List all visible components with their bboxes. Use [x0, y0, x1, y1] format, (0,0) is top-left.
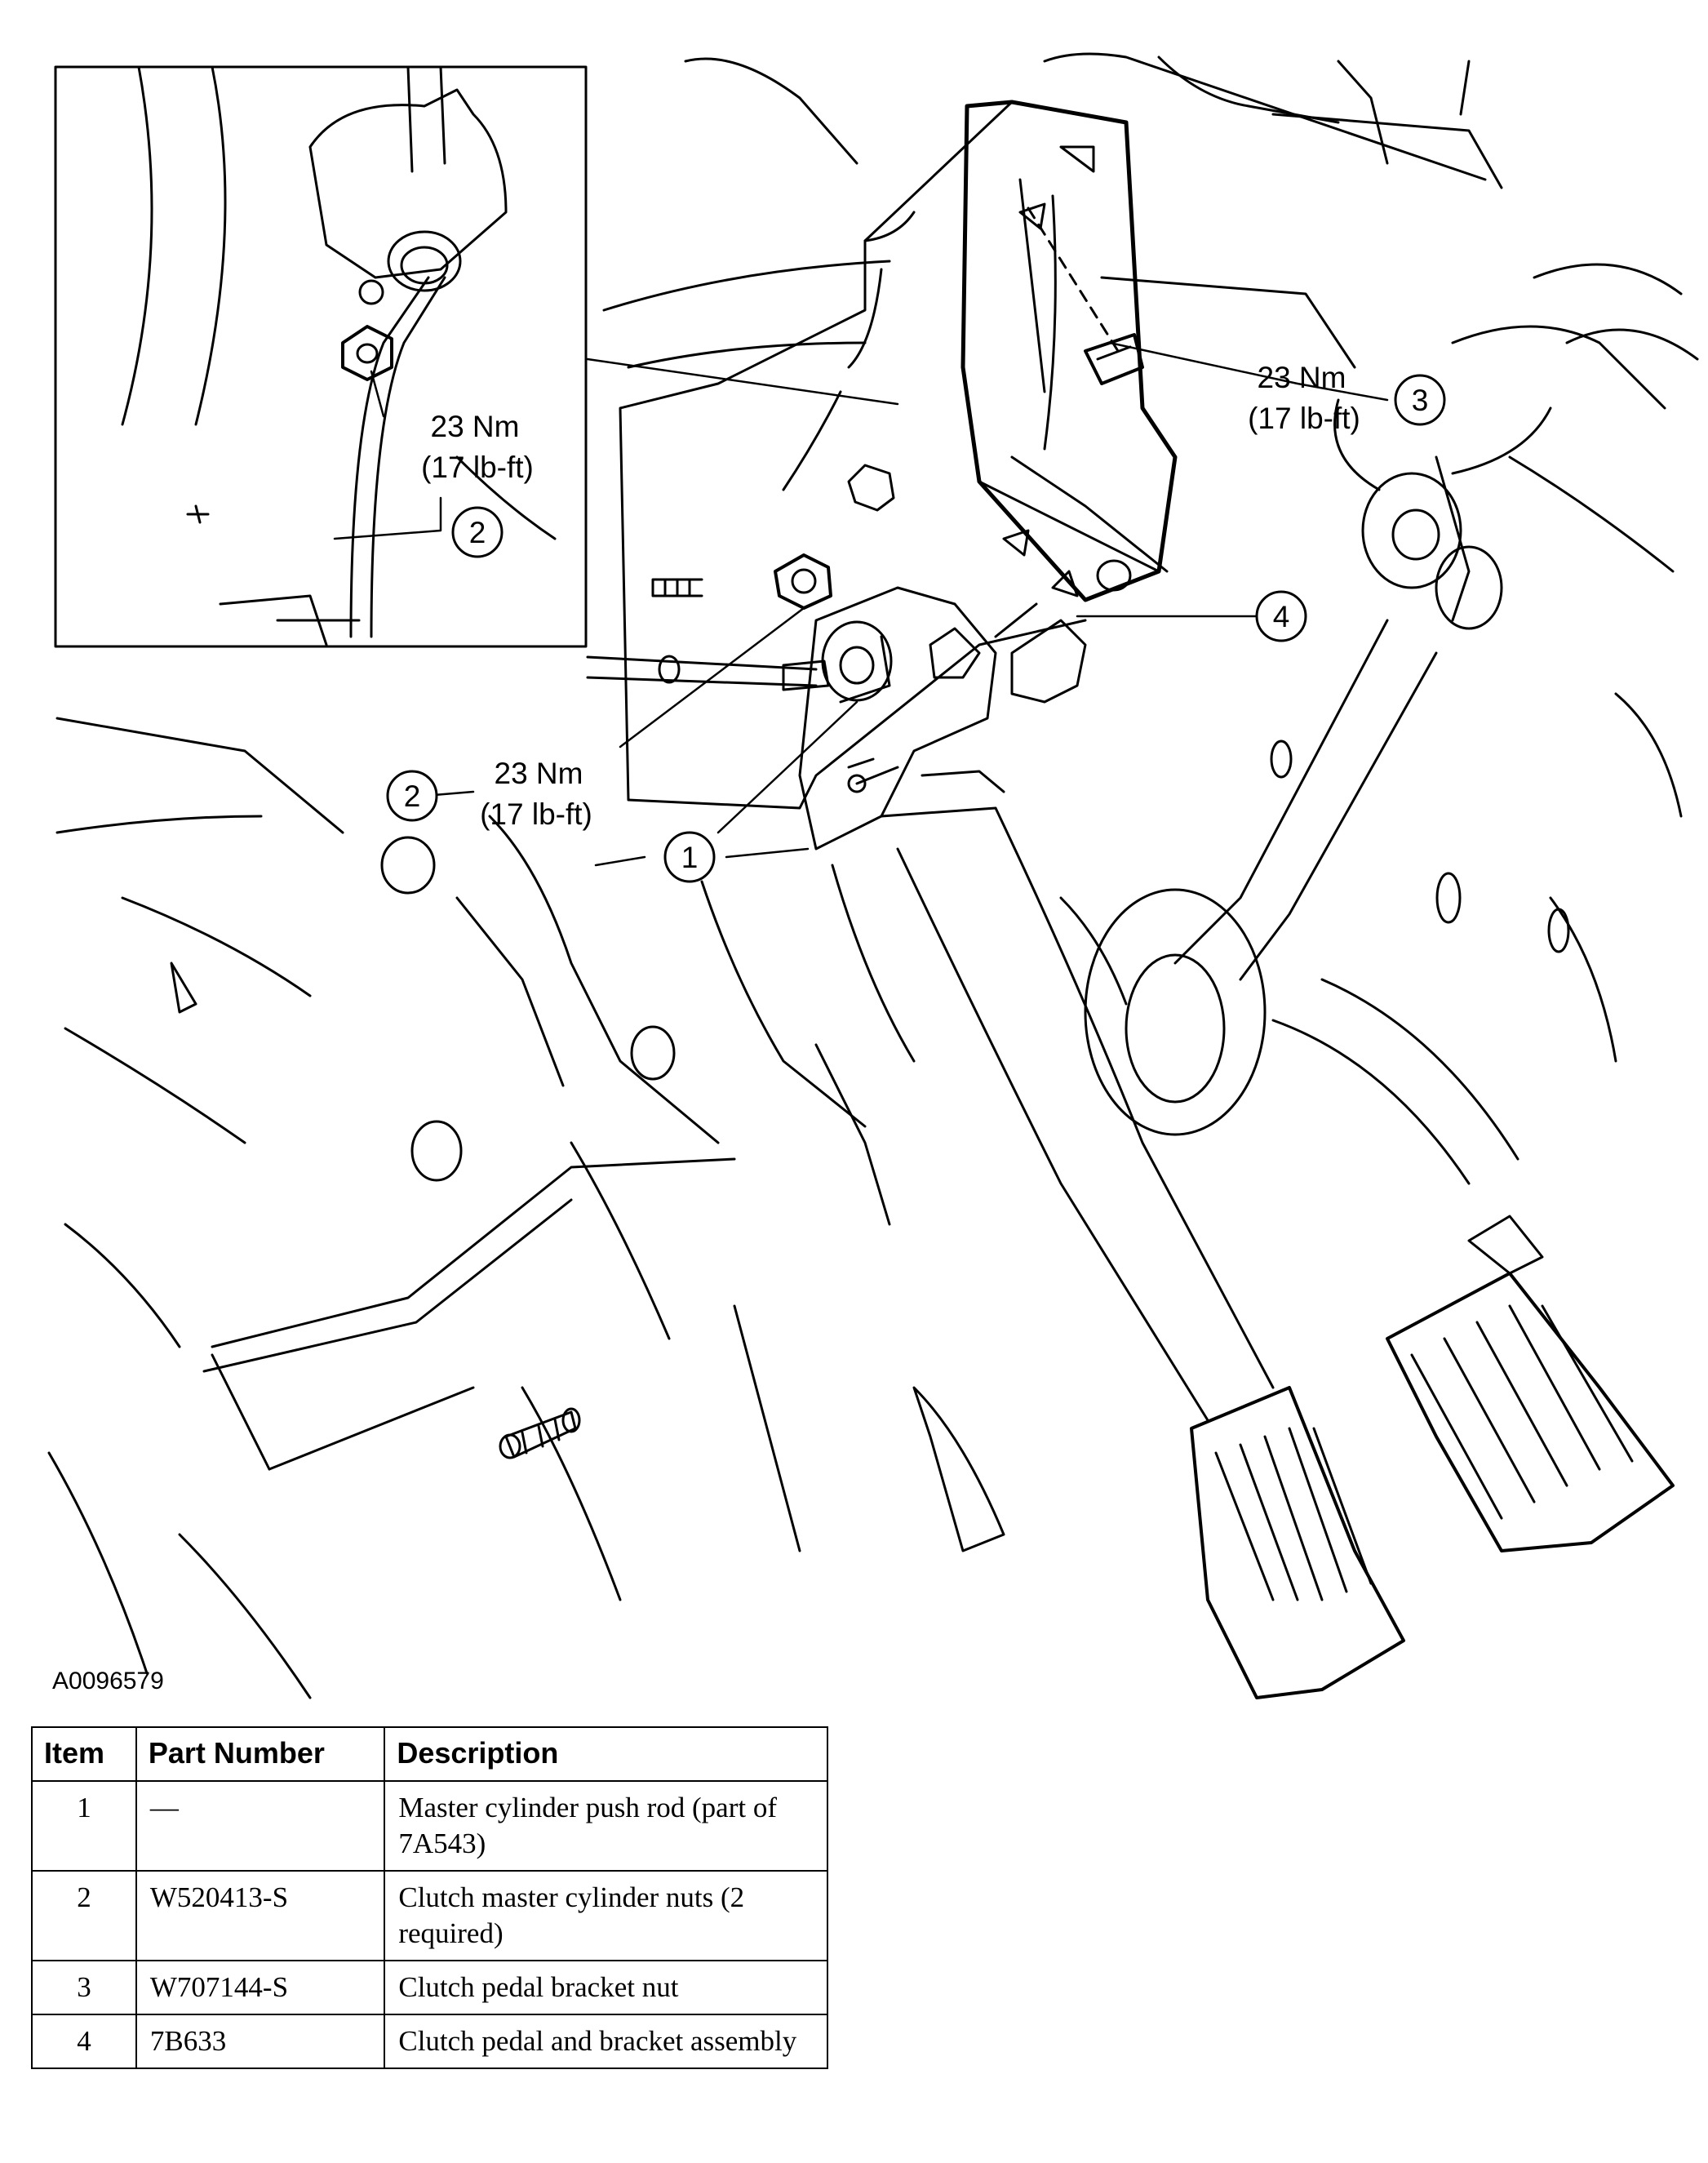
- svg-text:23 Nm: 23 Nm: [495, 757, 583, 790]
- lower-body-structure: [47, 717, 1005, 1699]
- table-row: 1 — Master cylinder push rod (part of 7A…: [31, 1780, 828, 1872]
- part-number-cell: W707144-S: [135, 1960, 386, 2015]
- part-number-cell: 7B633: [135, 2014, 386, 2069]
- parts-table: Item Part Number Description 1 — Master …: [31, 1726, 828, 2069]
- callout-3: 3: [1394, 374, 1446, 426]
- table-header-row: Item Part Number Description: [31, 1726, 828, 1782]
- pedal-pads: [1190, 1215, 1675, 1699]
- inset-detail: [121, 65, 557, 646]
- table-row: 3 W707144-S Clutch pedal bracket nut: [31, 1960, 828, 2015]
- pedal-bracket: [619, 100, 1178, 810]
- description-cell: Clutch master cylinder nuts (2 required): [384, 1870, 828, 1961]
- header-item: Item: [31, 1726, 137, 1782]
- item-cell: 3: [31, 1960, 137, 2015]
- svg-text:4: 4: [1273, 600, 1290, 633]
- callouts: 1 2 2 3 4 23 Nm (17 lb-ft) 23 Nm (17 lb-…: [386, 361, 1446, 883]
- torque-label-bracket: 23 Nm (17 lb-ft): [1248, 361, 1360, 435]
- callout-4: 4: [1255, 590, 1307, 642]
- header-description: Description: [384, 1726, 828, 1782]
- item-cell: 2: [31, 1870, 137, 1961]
- svg-text:2: 2: [469, 516, 486, 549]
- stud-bolt: [499, 1407, 581, 1459]
- callout-2-main: 2: [386, 770, 438, 822]
- leader-lines: [333, 341, 1389, 867]
- description-cell: Clutch pedal bracket nut: [384, 1960, 828, 2015]
- figure-id: A0096579: [52, 1668, 164, 1694]
- table-row: 4 7B633 Clutch pedal and bracket assembl…: [31, 2014, 828, 2069]
- torque-label-pushrod: 23 Nm (17 lb-ft): [480, 757, 592, 831]
- table-row: 2 W520413-S Clutch master cylinder nuts …: [31, 1870, 828, 1961]
- svg-text:2: 2: [404, 779, 421, 813]
- torque-label-inset: 23 Nm (17 lb-ft): [421, 410, 534, 484]
- callout-1: 1: [663, 831, 716, 883]
- svg-text:23 Nm: 23 Nm: [1258, 361, 1346, 394]
- svg-text:(17 lb-ft): (17 lb-ft): [1248, 402, 1360, 435]
- svg-text:(17 lb-ft): (17 lb-ft): [421, 451, 534, 484]
- pedal-pivot: [586, 464, 1087, 851]
- pedal-arms: [896, 325, 1666, 1422]
- description-cell: Master cylinder push rod (part of 7A543): [384, 1780, 828, 1872]
- clutch-pedal-illustration: 1 2 2 3 4 23 Nm (17 lb-ft) 23 Nm (17 lb-…: [47, 52, 1699, 1699]
- svg-text:23 Nm: 23 Nm: [431, 410, 520, 443]
- inset-frame: [54, 65, 588, 648]
- svg-text:3: 3: [1412, 384, 1429, 417]
- callout-2-inset: 2: [451, 506, 504, 558]
- item-cell: 1: [31, 1780, 137, 1872]
- description-cell: Clutch pedal and bracket assembly: [384, 2014, 828, 2069]
- part-number-cell: —: [135, 1780, 386, 1872]
- item-cell: 4: [31, 2014, 137, 2069]
- header-part-number: Part Number: [135, 1726, 386, 1782]
- svg-text:(17 lb-ft): (17 lb-ft): [480, 797, 592, 831]
- svg-text:1: 1: [681, 841, 699, 874]
- part-number-cell: W520413-S: [135, 1870, 386, 1961]
